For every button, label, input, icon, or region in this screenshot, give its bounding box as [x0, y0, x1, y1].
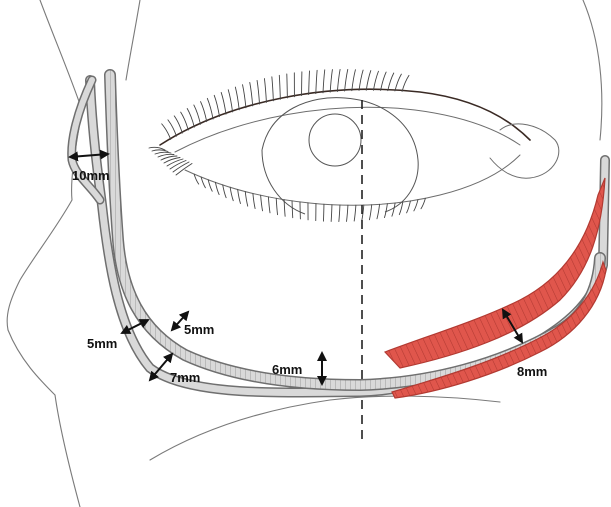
label-lateral-width: 10mm — [72, 168, 110, 183]
label-strip-b: 5mm — [184, 322, 214, 337]
label-strip-c: 7mm — [170, 370, 200, 385]
label-strip-a: 5mm — [87, 336, 117, 351]
label-mid-gap: 6mm — [272, 362, 302, 377]
eye — [160, 89, 559, 214]
muscle-band — [385, 178, 606, 398]
label-muscle-width: 8mm — [517, 364, 547, 379]
graft-strip-inner — [110, 75, 600, 385]
eyelashes — [149, 69, 425, 221]
face-outline — [7, 0, 602, 507]
